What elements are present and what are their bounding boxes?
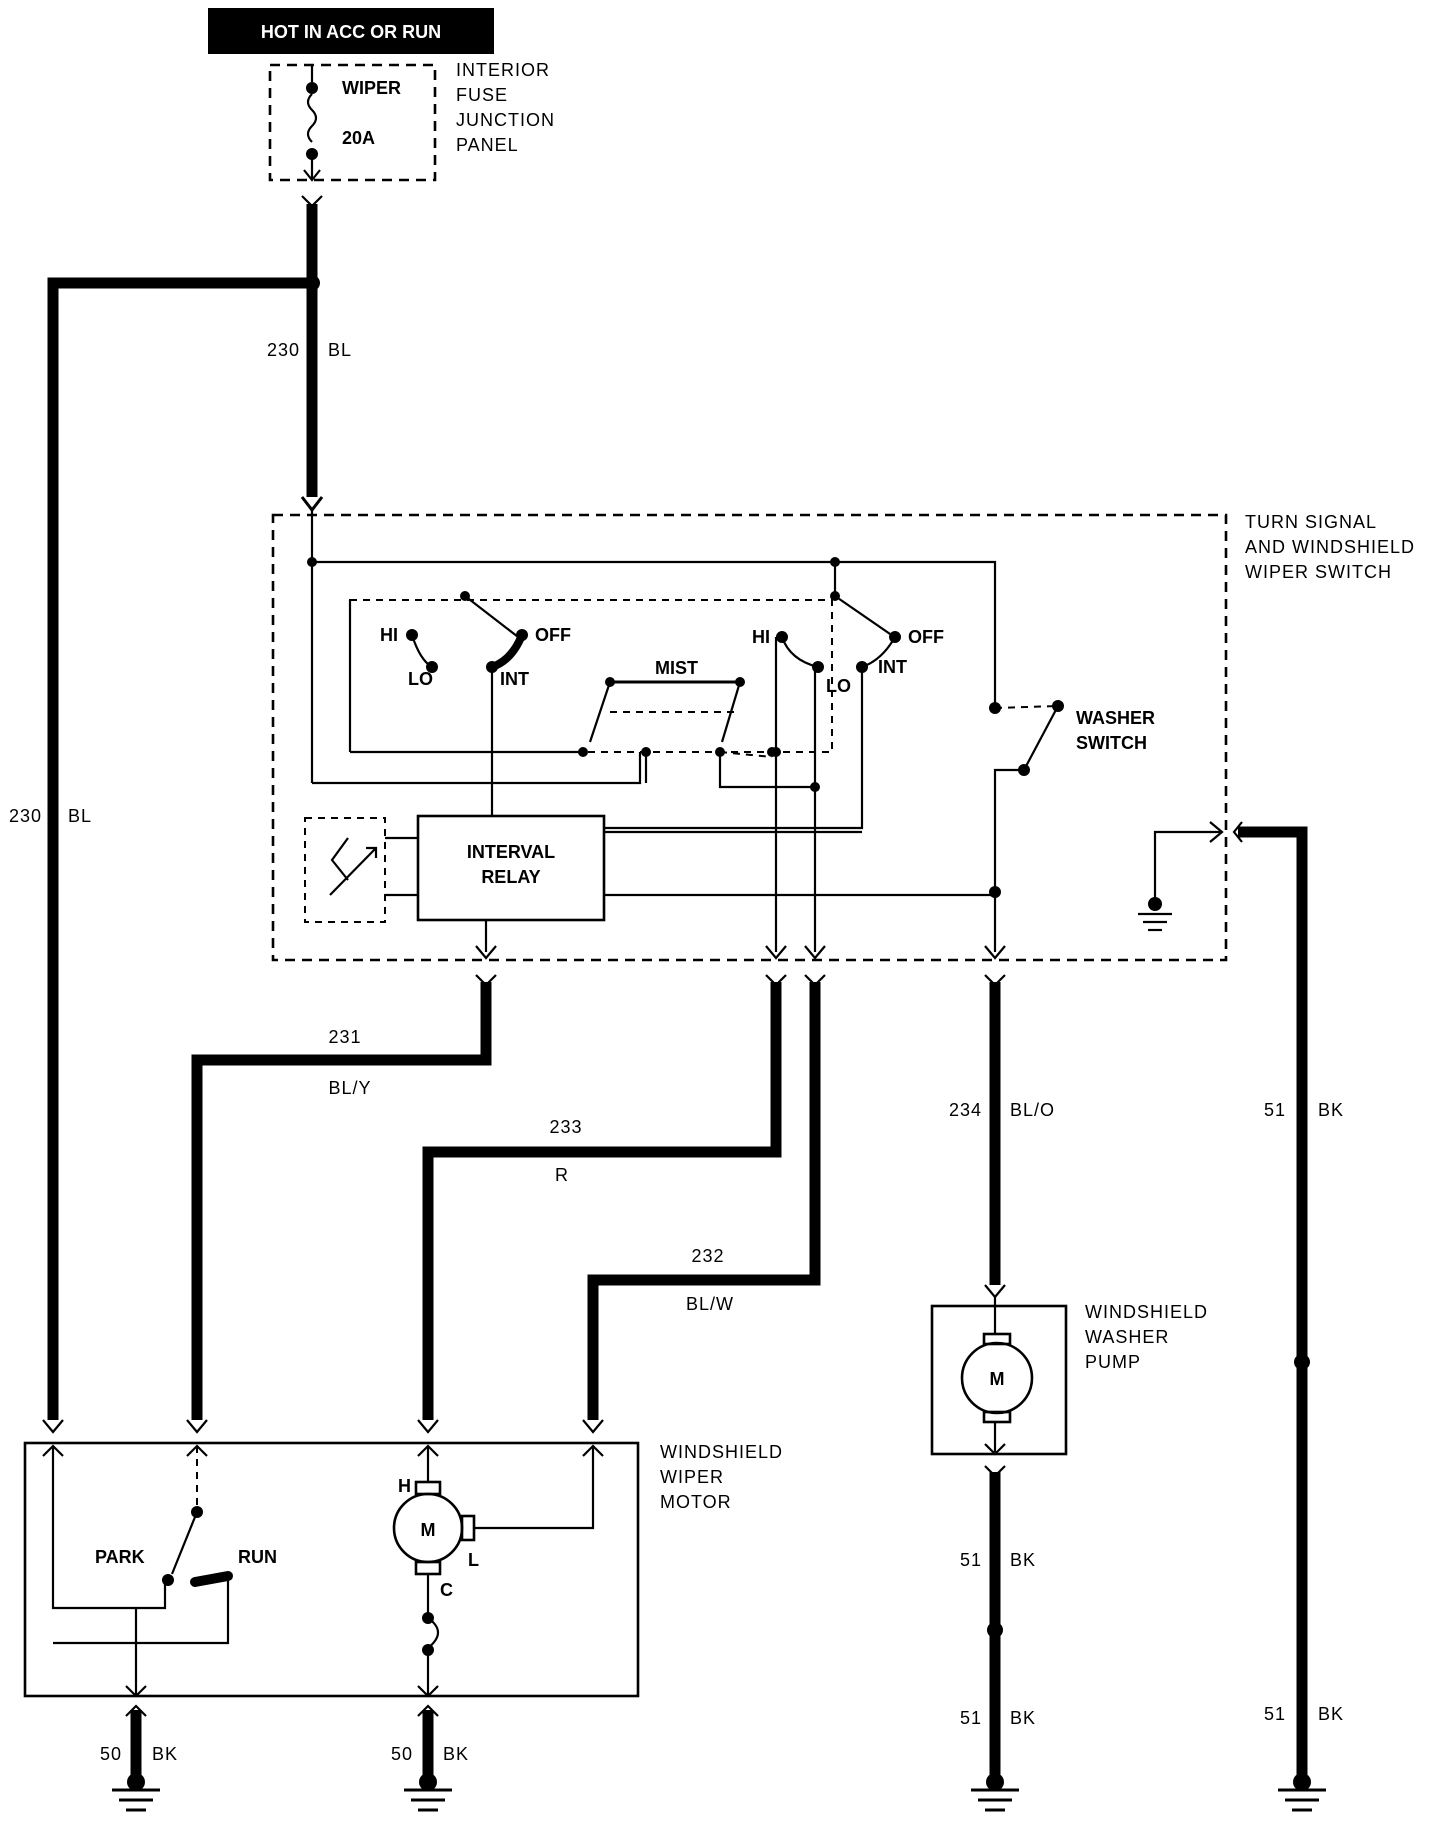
sw2-int-label: INT: [878, 657, 907, 677]
c233-num: 233: [549, 1117, 582, 1137]
sw1-off-label: OFF: [535, 625, 571, 645]
c51-right-num: 51: [1264, 1100, 1286, 1120]
c50-left-color: BK: [152, 1744, 178, 1764]
circuit-51-right: 51 BK 51 BK: [1232, 821, 1344, 1812]
c50-left-num: 50: [100, 1744, 122, 1764]
c51-pump-low-num: 51: [960, 1708, 982, 1728]
pump-label-2: WASHER: [1085, 1327, 1169, 1347]
circuit-50: 50 BK 50 BK: [100, 1704, 469, 1812]
fuse-name: WIPER: [342, 78, 401, 98]
c231-color: BL/Y: [328, 1078, 371, 1098]
sw1-hi-label: HI: [380, 625, 398, 645]
wiper-motor-m: M: [421, 1520, 436, 1540]
washer-pump: M WINDSHIELD WASHER PUMP 51 BK 51 BK: [930, 1297, 1208, 1812]
c234-num: 234: [949, 1100, 982, 1120]
wiper-motor-label-3: MOTOR: [660, 1492, 732, 1512]
banner-text: HOT IN ACC OR RUN: [261, 22, 441, 42]
switch-label-1: TURN SIGNAL: [1245, 512, 1377, 532]
c51-right-low-color: BK: [1318, 1704, 1344, 1724]
c51-right-low-num: 51: [1264, 1704, 1286, 1724]
sw1-int-label: INT: [500, 669, 529, 689]
int-contact-arc: [490, 633, 526, 671]
wiper-motor: WINDSHIELD WIPER MOTOR PARK RUN M H L C: [23, 1419, 783, 1698]
c230-left-num: 230: [9, 806, 42, 826]
interval-relay-box: [416, 814, 606, 922]
rheostat-box: [304, 817, 386, 923]
pump-label-1: WINDSHIELD: [1085, 1302, 1208, 1322]
circuit-230: 230 BL 230 BL: [9, 195, 352, 1420]
fuse-panel-label-2: FUSE: [456, 85, 508, 105]
fuse-panel-label-1: INTERIOR: [456, 60, 550, 80]
washer-switch-label-1: WASHER: [1076, 708, 1155, 728]
c51-pump-color: BK: [1010, 1550, 1036, 1570]
pump-label-3: PUMP: [1085, 1352, 1141, 1372]
sw2-off-label: OFF: [908, 627, 944, 647]
park-label: PARK: [95, 1547, 145, 1567]
fuse-rating: 20A: [342, 128, 375, 148]
c51-pump-num: 51: [960, 1550, 982, 1570]
sw2-lo-label: LO: [826, 676, 851, 696]
sw2-hi-label: HI: [752, 627, 770, 647]
c50-right-num: 50: [391, 1744, 413, 1764]
c234-color: BL/O: [1010, 1100, 1055, 1120]
circuit-232: 232 BL/W: [587, 974, 826, 1420]
pump-motor-label: M: [990, 1369, 1005, 1389]
c232-num: 232: [691, 1246, 724, 1266]
circuit-233: 233 R: [422, 974, 787, 1420]
wiper-motor-label-2: WIPER: [660, 1467, 724, 1487]
relay-label-2: RELAY: [481, 867, 540, 887]
fuse-panel-label-3: JUNCTION: [456, 110, 555, 130]
fuse-element-icon: [306, 93, 318, 143]
c232-color: BL/W: [686, 1294, 734, 1314]
circuit-231: 231 BL/Y: [191, 974, 497, 1420]
motor-c-label: C: [440, 1580, 453, 1600]
wiper-switch-assembly: TURN SIGNAL AND WINDSHIELD WIPER SWITCH …: [271, 510, 1415, 962]
fuse-junction-panel: WIPER 20A INTERIOR FUSE JUNCTION PANEL: [268, 60, 555, 182]
c230-top-color: BL: [328, 340, 352, 360]
motor-h-label: H: [398, 1476, 411, 1496]
fuse-panel-label-4: PANEL: [456, 135, 519, 155]
switch-label-2: AND WINDSHIELD: [1245, 537, 1415, 557]
circuit-234: 234 BL/O: [949, 974, 1055, 1299]
c51-right-color: BK: [1318, 1100, 1344, 1120]
c230-top-num: 230: [267, 340, 300, 360]
motor-l-label: L: [468, 1550, 479, 1570]
switch-label-3: WIPER SWITCH: [1245, 562, 1392, 582]
sw1-lo-label: LO: [408, 669, 433, 689]
run-label: RUN: [238, 1547, 277, 1567]
c231-num: 231: [328, 1027, 361, 1047]
wiper-motor-label-1: WINDSHIELD: [660, 1442, 783, 1462]
mist-label: MIST: [655, 658, 698, 678]
c230-left-color: BL: [68, 806, 92, 826]
power-banner: HOT IN ACC OR RUN: [208, 8, 494, 54]
c50-right-color: BK: [443, 1744, 469, 1764]
rheostat-arrow-icon: [329, 847, 377, 896]
washer-switch-label-2: SWITCH: [1076, 733, 1147, 753]
relay-label-1: INTERVAL: [467, 842, 555, 862]
c51-pump-low-color: BK: [1010, 1708, 1036, 1728]
c233-color: R: [555, 1165, 569, 1185]
